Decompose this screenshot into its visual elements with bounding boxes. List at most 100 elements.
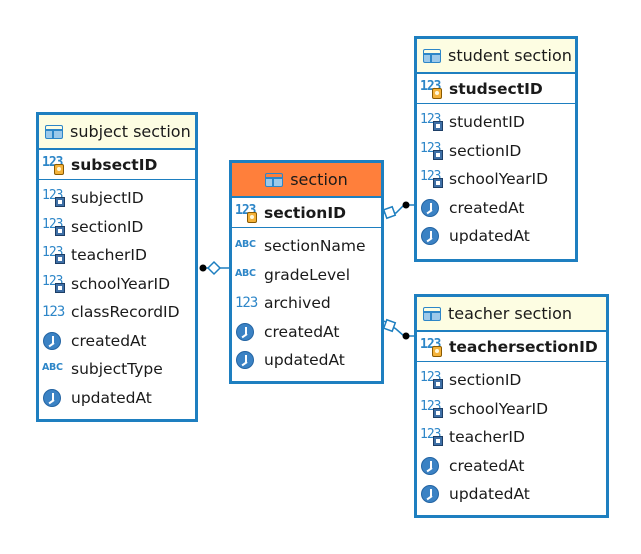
column-name: sectionID [264, 203, 346, 222]
link-student-section[interactable] [382, 201, 416, 220]
column-name: schoolYearID [449, 399, 549, 418]
primary-key-icon: 123 [235, 203, 259, 223]
numeric-column-icon: 123 [235, 295, 258, 312]
link-end-dot [402, 201, 410, 209]
column-name: gradeLevel [264, 265, 350, 284]
column-row[interactable]: updatedAt [417, 222, 575, 251]
column-name: updatedAt [449, 485, 530, 504]
foreign-key-icon: 123 [42, 274, 66, 294]
column-row[interactable]: 123 studentID [417, 108, 575, 137]
table-icon [423, 306, 441, 321]
column-row[interactable]: createdAt [39, 327, 195, 356]
numeric-column-icon: 123 [42, 304, 65, 321]
foreign-key-icon: 123 [420, 427, 444, 447]
text-column-icon: ABC [42, 362, 63, 374]
column-name: createdAt [71, 331, 147, 350]
primary-key-icon: 123 [420, 337, 444, 357]
column-name: teacherID [449, 428, 525, 447]
foreign-key-icon: 123 [42, 245, 66, 265]
timestamp-column-icon [235, 322, 259, 342]
column-name: sectionID [449, 371, 522, 390]
table-name: subject section [70, 122, 191, 141]
link-end-diamond [382, 205, 397, 220]
column-row[interactable]: ABC sectionName [232, 232, 381, 261]
column-row[interactable]: createdAt [232, 318, 381, 347]
column-name: subjectID [71, 189, 144, 208]
timestamp-column-icon [420, 484, 444, 504]
table-icon [45, 124, 63, 139]
column-name: sectionID [449, 141, 522, 160]
table-student-section[interactable]: student section 123 studsectID 123 studen… [414, 36, 578, 262]
foreign-key-icon: 123 [420, 399, 444, 419]
column-name: studsectID [449, 79, 543, 98]
table-header: subject section [39, 115, 195, 150]
column-row[interactable]: 123 teacherID [417, 423, 606, 452]
column-row[interactable]: 123 subjectID [39, 184, 195, 213]
link-teacher-section[interactable] [382, 318, 416, 340]
foreign-key-icon: 123 [420, 112, 444, 132]
column-row[interactable]: 123 archived [232, 289, 381, 318]
link-end-diamond [206, 260, 222, 276]
timestamp-column-icon [420, 198, 444, 218]
column-name: sectionName [264, 237, 366, 256]
column-name: classRecordID [71, 303, 180, 322]
timestamp-column-icon [235, 350, 259, 370]
link-subject-section[interactable] [199, 260, 231, 276]
timestamp-column-icon [420, 226, 444, 246]
foreign-key-icon: 123 [420, 169, 444, 189]
column-name: updatedAt [264, 351, 345, 370]
column-row[interactable]: 123 schoolYearID [417, 165, 575, 194]
foreign-key-icon: 123 [42, 217, 66, 237]
primary-key-row[interactable]: 123 subsectID [39, 150, 195, 180]
table-icon [265, 172, 284, 187]
column-name: createdAt [449, 198, 525, 217]
column-name: archived [264, 294, 331, 313]
column-name: updatedAt [449, 227, 530, 246]
table-name: section [290, 170, 348, 189]
primary-key-row[interactable]: 123 teachersectionID [417, 332, 606, 362]
column-name: createdAt [264, 322, 340, 341]
primary-key-icon: 123 [42, 155, 66, 175]
column-row[interactable]: 123 classRecordID [39, 298, 195, 327]
column-list: 123 studentID 123 sectionID 123 schoolYearID c… [417, 104, 575, 251]
foreign-key-icon: 123 [42, 188, 66, 208]
text-column-icon: ABC [235, 267, 256, 279]
column-row[interactable]: 123 sectionID [417, 137, 575, 166]
column-row[interactable]: updatedAt [417, 480, 606, 509]
table-name: student section [448, 46, 572, 65]
column-row[interactable]: 123 schoolYearID [417, 395, 606, 424]
column-row[interactable]: createdAt [417, 194, 575, 223]
table-teacher-section[interactable]: teacher section 123 teachersectionID 123… [414, 294, 609, 518]
column-name: teachersectionID [449, 337, 598, 356]
primary-key-row[interactable]: 123 sectionID [232, 198, 381, 228]
text-column-icon: ABC [235, 239, 256, 251]
table-subject-section[interactable]: subject section 123 subsectID 123 subject… [36, 112, 198, 422]
link-end-dot [402, 332, 410, 340]
link-end-diamond [382, 318, 397, 333]
column-name: createdAt [449, 456, 525, 475]
primary-key-icon: 123 [420, 79, 444, 99]
table-header: section [232, 163, 381, 198]
table-icon [423, 48, 441, 63]
link-end-dot [199, 264, 207, 272]
column-name: studentID [449, 113, 525, 132]
primary-key-row[interactable]: 123 studsectID [417, 74, 575, 104]
column-name: schoolYearID [449, 170, 549, 189]
foreign-key-icon: 123 [420, 141, 444, 161]
column-name: subsectID [71, 155, 158, 174]
column-row[interactable]: ABC gradeLevel [232, 261, 381, 290]
column-row[interactable]: createdAt [417, 452, 606, 481]
column-row[interactable]: updatedAt [232, 346, 381, 375]
column-name: teacherID [71, 246, 147, 265]
column-row[interactable]: updatedAt [39, 384, 195, 413]
column-row[interactable]: 123 teacherID [39, 241, 195, 270]
